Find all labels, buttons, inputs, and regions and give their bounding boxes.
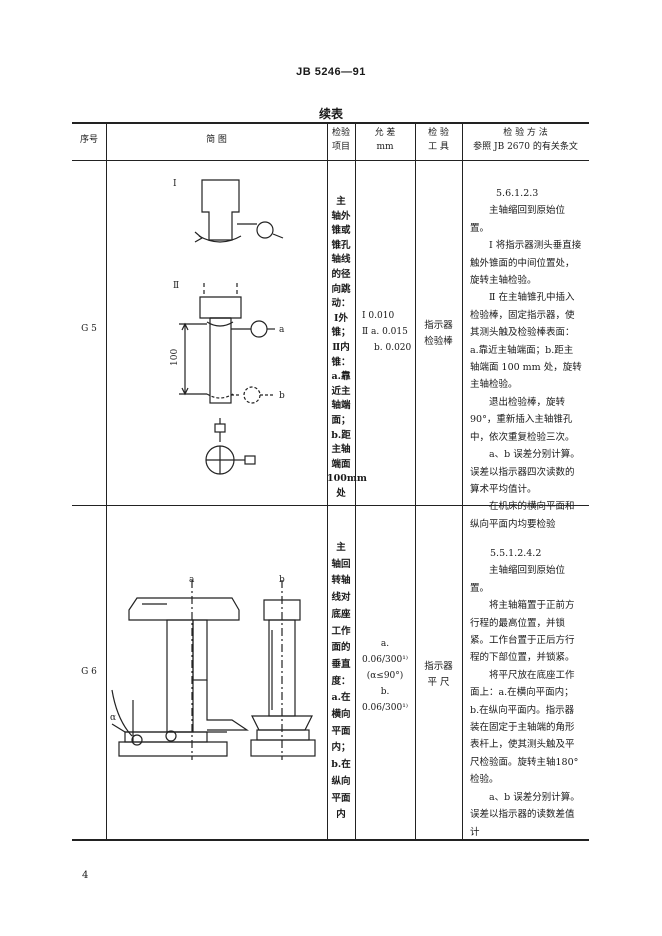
fig6-label-alpha: α (110, 713, 116, 723)
table-top-rule (72, 122, 589, 124)
col-divider-4 (415, 122, 416, 840)
col-divider-5 (462, 122, 463, 840)
col-header-seq: 序号 (79, 135, 98, 145)
g5-method: 5.6.1.2.3 主轴缩回到原始位置。 Ⅰ 将指示器测头垂直接触外锥面的中间位… (470, 188, 582, 530)
header-rule (72, 160, 589, 161)
col-header-method: 检 验 方 法参照 JB 2670 的有关条文 (473, 128, 578, 152)
fig-label-b: b (279, 391, 285, 401)
g5-sketch: Ⅰ Ⅱ a b 100 (170, 179, 285, 475)
page-number: 4 (82, 870, 89, 881)
row-divider (72, 505, 589, 506)
table-bottom-rule (72, 839, 589, 841)
col-divider-1 (106, 122, 107, 840)
standard-number: JB 5246—91 (296, 66, 366, 78)
g6-tolerance: a. 0.06/300¹⁾ (α≤90°) b. 0.06/300¹⁾ (361, 639, 409, 713)
fig-label-I: Ⅰ (173, 179, 177, 189)
fig-label-a: a (279, 325, 285, 335)
fig-label-II: Ⅱ (173, 281, 179, 291)
g6-tools: 指示器平 尺 (424, 661, 453, 688)
g6-check-item: 主轴回转轴 线对底座工作 面的垂直度： a.在横向平面 内；b.在纵向 平面内 (331, 542, 351, 821)
col-header-sketch: 简 图 (206, 135, 227, 145)
g6-method: 5.5.1.2.4.2 主轴缩回到原始位置。 将主轴箱置于正前方行程的最高位置，… (470, 548, 580, 838)
col-header-tool: 检 验工 具 (428, 128, 449, 152)
g5-check-item: 主轴外锥或 锥孔轴线的径 向跳动：Ⅰ外 锥；Ⅱ内锥： a.靠近主轴端 面；b.距… (327, 196, 367, 499)
fig6-label-a: a (189, 575, 195, 585)
col-header-item: 检验项目 (331, 128, 350, 152)
col-divider-2 (327, 122, 328, 840)
row-id-g5: G 5 (81, 324, 97, 334)
row-id-g6: G 6 (81, 667, 97, 677)
g5-tolerance: Ⅰ 0.010 Ⅱ a. 0.015 b. 0.020 (362, 311, 412, 353)
fig6-label-b: b (279, 575, 285, 585)
continued-title: 续表 (318, 107, 343, 121)
g5-tools: 指示器检验棒 (424, 320, 453, 347)
fig-dim-100: 100 (170, 349, 180, 366)
g6-sketch: a b α (110, 575, 316, 760)
col-divider-3 (355, 122, 356, 840)
